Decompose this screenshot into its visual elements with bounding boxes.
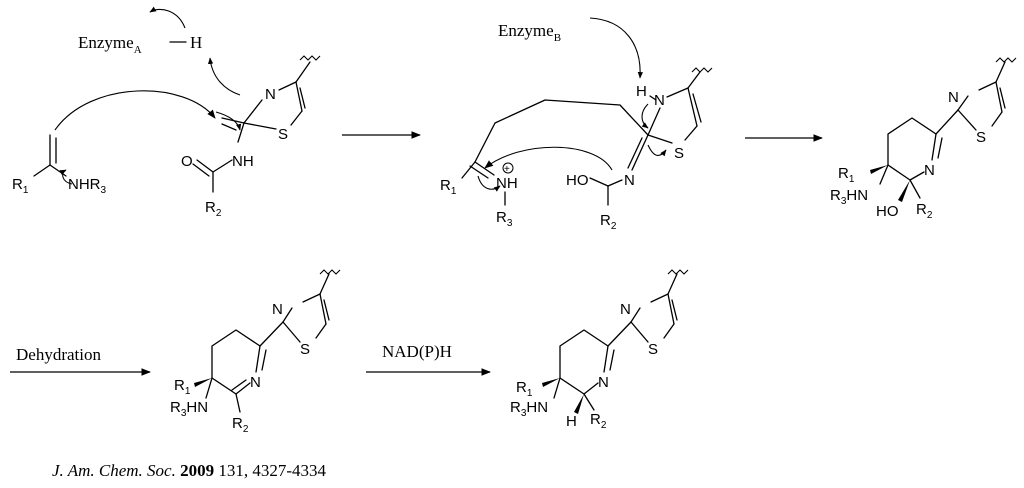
thiazole-n-5: N: [620, 301, 631, 318]
enzyme-b-label: EnzymeB: [498, 21, 561, 44]
imine-product: N N S R1 R3HN R2: [170, 269, 341, 435]
r3hn-label-e: R3HN: [510, 399, 548, 419]
r1-label-d: R1: [174, 377, 191, 397]
thiazole-n: N: [265, 86, 276, 103]
enzyme-b-arrow: [589, 17, 643, 79]
iminium-intermediate: EnzymeB H N S N HO R2 R1 NH +: [440, 17, 713, 232]
iminium-nh: NH: [496, 175, 518, 192]
hemiaminal-product: N N S R1 R3HN HO R2: [830, 57, 1017, 221]
thiazole-dehydroamino-acid: N S NH O R2: [181, 55, 321, 219]
thiazole-s: S: [278, 126, 288, 143]
ring-n-3: N: [924, 162, 935, 179]
nucleophilic-attack-arrow: [54, 90, 216, 131]
r2-label: R2: [205, 199, 222, 219]
positive-charge: +: [504, 164, 510, 175]
nhr3-label: NHR3: [68, 176, 107, 196]
thiazole-n-3: N: [948, 89, 959, 106]
thiazole-s-4: S: [300, 341, 310, 358]
reductant-label: NAD(P)H: [382, 342, 452, 361]
amide-nh: NH: [232, 153, 254, 170]
r1-label-c: R1: [838, 165, 855, 185]
thiazoline-n: N: [654, 92, 665, 109]
r2-label-d: R2: [232, 415, 249, 435]
electron-push-arrow: [59, 169, 73, 185]
ring-h-label-e: H: [566, 413, 577, 430]
hydroxyl-label-c: HO: [876, 203, 899, 220]
r2-label-e: R2: [590, 411, 607, 431]
thiazole-s-3: S: [976, 129, 986, 146]
ring-n-4: N: [250, 374, 261, 391]
thiazoline-h: H: [636, 83, 647, 100]
r1-label-e: R1: [516, 379, 533, 399]
thiazoline-s: S: [674, 145, 684, 162]
piperidine-product: N N S R1 R3HN H R2: [510, 269, 689, 431]
citation: J. Am. Chem. Soc. 2009 131, 4327-4334: [52, 461, 327, 480]
r2-label-c: R2: [916, 201, 933, 221]
r1-label: R1: [12, 176, 29, 196]
r1-label-b: R1: [440, 177, 457, 197]
thiazole-n-4: N: [272, 301, 283, 318]
r3hn-label-c: R3HN: [830, 187, 868, 207]
enzyme-a-group: EnzymeA H: [78, 6, 241, 96]
proton-abstraction-arrow: [149, 6, 186, 29]
dehydration-label: Dehydration: [16, 345, 101, 364]
enamine-substrate: R1 NHR3: [12, 134, 107, 196]
r3hn-label-d: R3HN: [170, 399, 208, 419]
reduction-step: NAD(P)H: [366, 342, 491, 376]
thiazole-s-5: S: [648, 341, 658, 358]
r3-label-b: R3: [496, 209, 513, 229]
imidate-ho: HO: [566, 172, 589, 189]
proton-transfer-arrow: [207, 57, 241, 96]
enzyme-a-label: EnzymeA: [78, 33, 142, 56]
r2-label-b: R2: [600, 212, 617, 232]
cyclization-arrow: [484, 146, 613, 171]
imine-n: N: [624, 172, 635, 189]
dehydration-step: Dehydration: [10, 345, 151, 376]
amide-o: O: [181, 153, 193, 170]
proton-h-label: H: [190, 33, 202, 52]
ring-n-5: N: [598, 374, 609, 391]
